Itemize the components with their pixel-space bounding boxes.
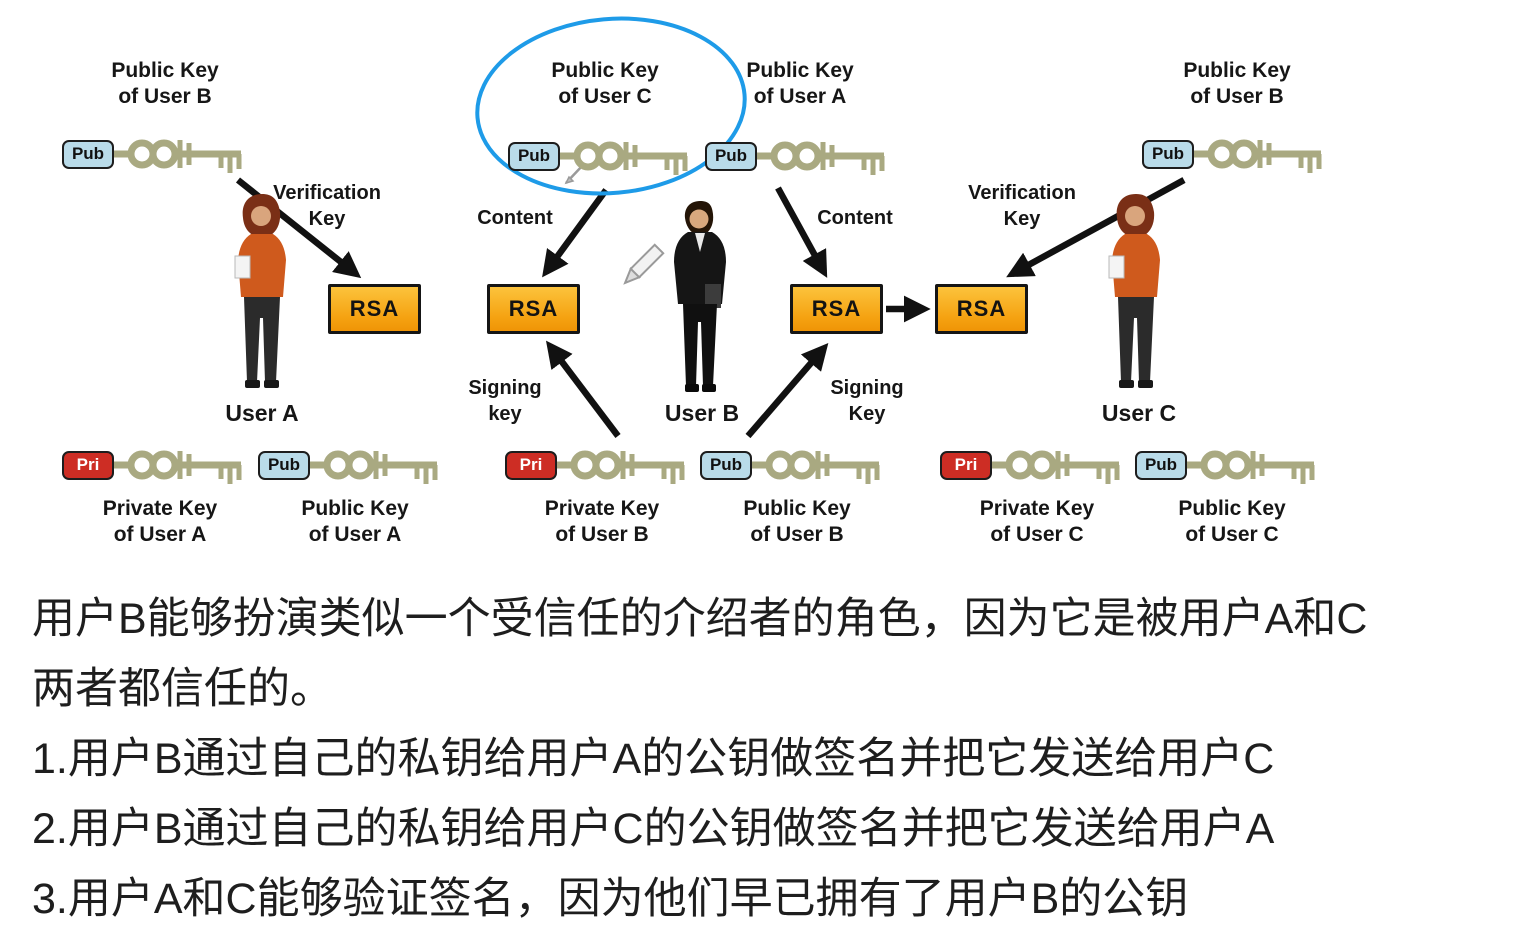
rsa-box-sign-right: RSA	[790, 284, 883, 334]
key-tag-pri: Pri	[505, 450, 557, 480]
label-verification-key-left: Verification Key	[273, 182, 381, 230]
key-tag-pub: Pub	[508, 141, 560, 171]
key-icon	[749, 442, 885, 488]
notes-block: 用户B能够扮演类似一个受信任的介绍者的角色，因为它是被用户A和C 两者都信任的。…	[32, 584, 1512, 934]
notes-item-3: 3.用户A和C能够验证签名，因为他们早已拥有了用户B的公钥	[32, 875, 1189, 923]
key-icon	[111, 442, 247, 488]
user-b-figure	[674, 201, 726, 392]
label-public-key-user-c-top: Public Key of User C	[551, 59, 659, 109]
label-private-key-user-b: Private Key of User B	[544, 497, 660, 547]
key-public-user-a-bottom: Pub	[258, 442, 443, 488]
key-private-user-b: Pri	[505, 442, 690, 488]
key-public-user-c-top: Pub	[508, 133, 693, 179]
key-icon	[307, 442, 443, 488]
notes-item-1: 1.用户B通过自己的私钥给用户A的公钥做签名并把它发送给用户C	[32, 735, 1275, 783]
rsa-box-verify-right: RSA	[935, 284, 1028, 334]
key-icon	[1184, 442, 1320, 488]
trust-introducer-diagram: Public Key of User B Public Key of User …	[62, 16, 1531, 547]
key-tag-pub: Pub	[258, 450, 310, 480]
rsa-box-sign-left: RSA	[487, 284, 580, 334]
notes-item-2: 2.用户B通过自己的私钥给用户C的公钥做签名并把它发送给用户A	[32, 805, 1275, 853]
label-public-key-user-c: Public Key of User C	[1178, 497, 1286, 547]
arrow-content-left	[542, 188, 609, 278]
key-public-user-b-top-right: Pub	[1142, 131, 1327, 177]
key-icon	[554, 442, 690, 488]
key-icon	[989, 442, 1125, 488]
label-public-key-user-b-top-left: Public Key of User B	[111, 59, 219, 109]
key-tag-pub: Pub	[705, 141, 757, 171]
label-signing-key-left: Signing key	[468, 377, 542, 425]
label-user-a: User A	[225, 400, 299, 426]
key-public-user-b-bottom: Pub	[700, 442, 885, 488]
user-a-figure	[234, 193, 287, 389]
key-tag-pub: Pub	[1135, 450, 1187, 480]
user-c-figure	[1108, 193, 1161, 389]
rsa-box-verify-left: RSA	[328, 284, 421, 334]
key-public-user-c-bottom: Pub	[1135, 442, 1320, 488]
key-tag-pri: Pri	[62, 450, 114, 480]
label-signing-key-right: Signing Key	[830, 377, 904, 425]
label-private-key-user-a: Private Key of User A	[102, 497, 218, 547]
pencil-icon	[623, 243, 665, 285]
label-content-right: Content	[817, 207, 893, 229]
key-icon	[557, 133, 693, 179]
label-public-key-user-b-top-right: Public Key of User B	[1183, 59, 1291, 109]
label-private-key-user-c: Private Key of User C	[979, 497, 1095, 547]
label-user-c: User C	[1101, 400, 1177, 426]
key-icon	[1191, 131, 1327, 177]
key-icon	[754, 133, 890, 179]
notes-paragraph: 用户B能够扮演类似一个受信任的介绍者的角色，因为它是被用户A和C 两者都信任的。	[32, 595, 1368, 713]
key-public-user-a-top: Pub	[705, 133, 890, 179]
label-content-left: Content	[477, 207, 553, 229]
label-user-b: User B	[664, 400, 740, 426]
key-tag-pri: Pri	[940, 450, 992, 480]
key-public-user-b-top-left: Pub	[62, 131, 247, 177]
key-tag-pub: Pub	[62, 139, 114, 169]
key-private-user-a: Pri	[62, 442, 247, 488]
key-tag-pub: Pub	[1142, 139, 1194, 169]
key-private-user-c: Pri	[940, 442, 1125, 488]
key-icon	[111, 131, 247, 177]
label-verification-key-right: Verification Key	[968, 182, 1076, 230]
label-public-key-user-a-top: Public Key of User A	[746, 59, 854, 109]
label-public-key-user-a: Public Key of User A	[301, 497, 409, 547]
key-tag-pub: Pub	[700, 450, 752, 480]
arrow-signing-key-left	[545, 340, 621, 438]
label-public-key-user-b: Public Key of User B	[743, 497, 851, 547]
